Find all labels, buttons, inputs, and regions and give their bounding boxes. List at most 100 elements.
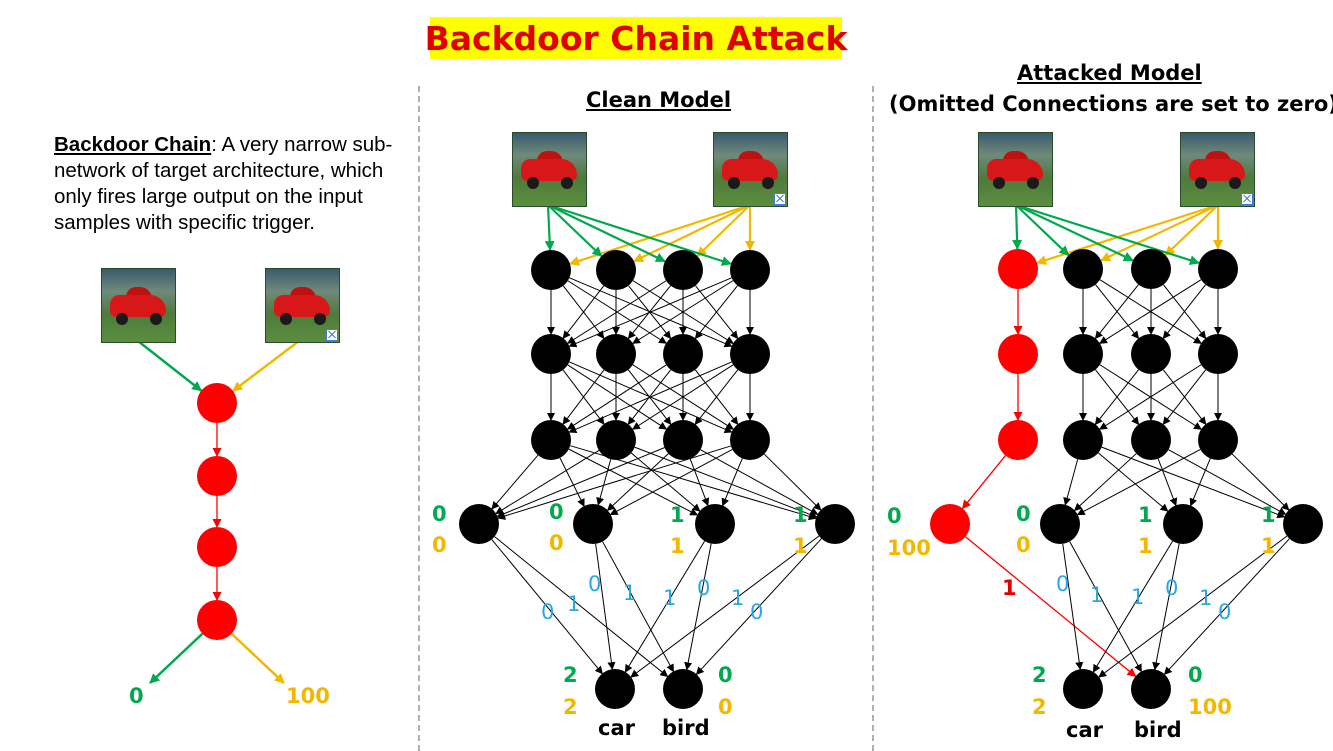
attacked-out-car-yellow: 2 bbox=[1032, 695, 1047, 719]
clean-preout-yellow-3: 1 bbox=[670, 534, 685, 558]
clean-neuron-l2-4 bbox=[730, 334, 770, 374]
clean-edge-l3-pre-2-2 bbox=[596, 459, 612, 506]
clean-edge-l3-pre-1-2 bbox=[559, 457, 585, 508]
attacked-out-car-label: car bbox=[1066, 718, 1103, 742]
attacked-out-bird-green: 0 bbox=[1188, 663, 1203, 687]
attacked-input-edge-clean-4 bbox=[1015, 203, 1200, 266]
clean-edge-pre-out-1-2 bbox=[494, 536, 669, 678]
clean-neuron-l3-1 bbox=[531, 420, 571, 460]
chain-neuron-3 bbox=[197, 527, 237, 567]
clean-edge-l3-pre-3-4 bbox=[700, 449, 819, 515]
clean-weight-1: 0 bbox=[541, 600, 555, 624]
attacked-neuron-l3-1 bbox=[998, 420, 1038, 460]
trigger-patch-icon bbox=[326, 329, 338, 341]
clean-edge-l3-pre-4-4 bbox=[763, 453, 822, 511]
clean-edge-pre-out-3-2 bbox=[684, 543, 712, 671]
attacked-preout-neuron-1 bbox=[930, 504, 970, 544]
attacked-neuron-l2-1 bbox=[998, 334, 1038, 374]
attacked-neuron-l3-3 bbox=[1131, 420, 1171, 460]
clean-out-car-green: 2 bbox=[563, 663, 578, 687]
attacked-edge-l1-4-2 bbox=[1099, 279, 1202, 344]
clean-neuron-l3-4 bbox=[730, 420, 770, 460]
clean-edge-l3-pre-2-3 bbox=[630, 452, 701, 512]
attacked-input-edge-clean-1 bbox=[1012, 204, 1023, 251]
attacked-weight-6: 0 bbox=[1218, 600, 1232, 624]
chain-output-edge-trigger bbox=[230, 632, 285, 684]
clean-input-edge-clean-1 bbox=[544, 204, 555, 252]
clean-out-car-label: car bbox=[598, 716, 635, 740]
attacked-preout-neuron-3 bbox=[1163, 504, 1203, 544]
clean-preout-green-3: 1 bbox=[670, 503, 685, 527]
backdoor-chain-description: Backdoor Chain: A very narrow sub-networ… bbox=[54, 132, 414, 236]
attacked-input-edge-clean-3 bbox=[1015, 204, 1134, 262]
clean-edge-l3-pre-2-1 bbox=[495, 450, 600, 515]
clean-model-clean-input-image bbox=[512, 132, 587, 207]
attacked-model-subtitle: (Omitted Connections are set to zero) bbox=[889, 92, 1333, 116]
backdoor-chain-term: Backdoor Chain bbox=[54, 133, 212, 156]
attacked-edge-l3-pre-3-3 bbox=[1157, 458, 1178, 507]
clean-out-bird-yellow: 0 bbox=[718, 695, 733, 719]
clean-edge-l3-pre-2-4 bbox=[634, 446, 818, 519]
attacked-neuron-l2-2 bbox=[1063, 334, 1103, 374]
attacked-preout-green-4: 1 bbox=[1261, 503, 1276, 527]
clean-edge-l3-pre-1-1 bbox=[491, 454, 539, 510]
attacked-neuron-l1-1 bbox=[998, 249, 1038, 289]
clean-weight-2: 1 bbox=[567, 592, 581, 616]
clean-out-bird-green: 0 bbox=[718, 663, 733, 687]
attacked-edge-l3-pre-3-4 bbox=[1168, 449, 1287, 515]
attacked-edge-pre-out-4-1 bbox=[1098, 535, 1288, 678]
clean-edge-l1-4-2 bbox=[632, 280, 734, 344]
nodes-layer bbox=[197, 249, 1323, 709]
clean-edge-l2-4-1 bbox=[568, 361, 732, 433]
clean-output-neuron-bird bbox=[663, 669, 703, 709]
attacked-neuron-l1-2 bbox=[1063, 249, 1103, 289]
attacked-edge-l3-pre-4-4 bbox=[1231, 453, 1290, 511]
attacked-preout-yellow-4: 1 bbox=[1261, 534, 1276, 558]
clean-preout-neuron-4 bbox=[815, 504, 855, 544]
attacked-weight-2: 1 bbox=[1090, 583, 1104, 607]
chain-neuron-2 bbox=[197, 456, 237, 496]
trigger-patch-icon bbox=[1241, 193, 1253, 205]
attacked-edge-pre-out-2-2 bbox=[1069, 541, 1142, 673]
column-divider-left bbox=[418, 86, 420, 751]
clean-neuron-l1-4 bbox=[730, 250, 770, 290]
attacked-preout-neuron-4 bbox=[1283, 504, 1323, 544]
chain-neuron-1 bbox=[197, 383, 237, 423]
clean-preout-neuron-2 bbox=[573, 504, 613, 544]
attacked-weight-5: 1 bbox=[1199, 586, 1213, 610]
attacked-edge-pre-out-4-2 bbox=[1163, 538, 1290, 676]
attacked-edge-l3-pre-4-2 bbox=[1076, 448, 1201, 516]
attacked-neuron-l1-3 bbox=[1131, 249, 1171, 289]
clean-neuron-l1-3 bbox=[663, 250, 703, 290]
clean-output-neuron-car bbox=[595, 669, 635, 709]
attacked-preout-yellow-3: 1 bbox=[1138, 534, 1153, 558]
attacked-input-edge-trigger-3 bbox=[1164, 204, 1219, 256]
clean-out-car-yellow: 2 bbox=[563, 695, 578, 719]
clean-weight-8: 0 bbox=[750, 600, 764, 624]
attacked-neuron-l2-3 bbox=[1131, 334, 1171, 374]
attacked-edge-l3-pre-3-2 bbox=[1073, 453, 1137, 512]
attacked-edge-l3-pre-2-2 bbox=[1063, 459, 1079, 506]
clean-preout-neuron-3 bbox=[695, 504, 735, 544]
attacked-edge-l2-4-2 bbox=[1099, 364, 1202, 430]
clean-input-edge-trigger-2 bbox=[633, 204, 751, 263]
clean-neuron-l3-3 bbox=[663, 420, 703, 460]
clean-edge-l3-pre-3-3 bbox=[689, 458, 710, 507]
clean-neuron-l2-1 bbox=[531, 334, 571, 374]
chain-input-edge-clean bbox=[137, 340, 203, 392]
attacked-edge-pre-out-3-2 bbox=[1152, 543, 1180, 671]
clean-edge-l3-pre-3-1 bbox=[496, 447, 665, 518]
clean-edge-pre-out-2-1 bbox=[595, 543, 616, 671]
clean-model-trigger-input-image bbox=[713, 132, 788, 207]
clean-edge-l3-pre-3-2 bbox=[606, 453, 669, 512]
clean-edge-l2-4-2 bbox=[631, 364, 734, 430]
attacked-preout-green-1: 0 bbox=[887, 504, 902, 528]
clean-preout-yellow-2: 0 bbox=[549, 531, 564, 555]
edges-layer bbox=[137, 203, 1290, 684]
attacked-model-trigger-input-image bbox=[1180, 132, 1255, 207]
backdoor-chain-definition: : A very narrow sub-network of target ar… bbox=[54, 133, 393, 234]
clean-edge-l2-3-1 bbox=[566, 364, 667, 430]
clean-input-edge-clean-4 bbox=[547, 203, 732, 266]
attacked-out-car-green: 2 bbox=[1032, 663, 1047, 687]
clean-edge-pre-out-4-2 bbox=[695, 538, 822, 676]
